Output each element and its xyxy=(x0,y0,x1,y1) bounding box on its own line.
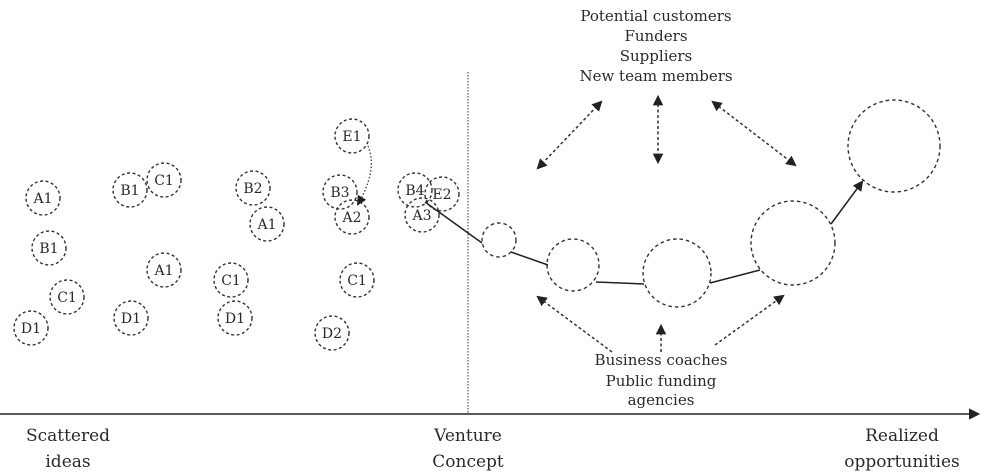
idea-node: D1 xyxy=(13,310,49,346)
idea-node-label: C1 xyxy=(347,273,367,289)
axis-label-start: Scattered xyxy=(26,426,110,446)
idea-node-label: C1 xyxy=(57,290,77,306)
idea-node-circle xyxy=(49,279,85,315)
idea-node: D2 xyxy=(314,315,350,351)
venture-stage-circle xyxy=(546,238,600,292)
idea-node: D1 xyxy=(217,300,253,336)
connector xyxy=(709,269,761,284)
idea-node-label: B3 xyxy=(330,185,349,201)
idea-node-circle xyxy=(31,230,67,266)
idea-node-label: D1 xyxy=(225,311,245,327)
idea-node: C1 xyxy=(49,279,85,315)
connector xyxy=(595,281,645,285)
idea-node-circle xyxy=(112,172,148,208)
idea-node-label: B1 xyxy=(39,241,58,257)
idea-node-circle xyxy=(339,262,375,298)
growth-arrow xyxy=(830,180,864,225)
venture-stage-circle xyxy=(642,238,712,308)
stakeholder-label: Suppliers xyxy=(620,47,692,65)
connector xyxy=(510,251,549,266)
idea-node: B2 xyxy=(235,170,271,206)
idea-node-label: B2 xyxy=(243,181,262,197)
idea-node-label: A2 xyxy=(341,210,361,226)
idea-node-circle xyxy=(146,162,182,198)
support-label: Business coaches xyxy=(595,351,728,369)
support-arrow xyxy=(714,294,785,346)
idea-node: B3 xyxy=(322,174,358,210)
axis-label-start: ideas xyxy=(45,452,90,472)
merge-arrow xyxy=(357,145,372,206)
idea-node-circle xyxy=(146,252,182,288)
idea-node-circle xyxy=(404,197,440,233)
axis-label-end: opportunities xyxy=(844,452,960,472)
idea-node-circle xyxy=(314,315,350,351)
idea-node-circle xyxy=(397,172,433,208)
idea-node-label: A3 xyxy=(411,208,431,224)
idea-node-circle xyxy=(217,300,253,336)
idea-node-circle xyxy=(322,174,358,210)
idea-node-label: E1 xyxy=(342,129,361,145)
idea-node-label: A1 xyxy=(256,217,276,233)
idea-node: C1 xyxy=(146,162,182,198)
idea-node-circle xyxy=(334,118,370,154)
idea-node-circle xyxy=(213,262,249,298)
idea-node-circle xyxy=(113,300,149,336)
venture-stage-circle xyxy=(750,200,836,286)
axis-label-middle: Venture xyxy=(433,426,502,446)
idea-node: A1 xyxy=(146,252,182,288)
idea-node: B1 xyxy=(31,230,67,266)
idea-node: A2 xyxy=(334,199,370,235)
idea-node: D1 xyxy=(113,300,149,336)
venture-path-line xyxy=(424,201,483,244)
idea-node: B1 xyxy=(112,172,148,208)
stakeholder-label: New team members xyxy=(579,67,732,85)
stakeholder-label: Funders xyxy=(624,27,687,45)
venture-growth xyxy=(481,99,941,308)
idea-node-label: A1 xyxy=(153,263,173,279)
idea-node: A3 xyxy=(404,197,440,233)
idea-node: C1 xyxy=(339,262,375,298)
idea-node-label: D2 xyxy=(322,326,342,342)
support-label: agencies xyxy=(628,391,695,409)
idea-node-circle xyxy=(235,170,271,206)
idea-node-circle xyxy=(25,180,61,216)
idea-node-label: B4 xyxy=(405,183,424,199)
idea-node-label: D1 xyxy=(21,321,41,337)
idea-node-circle xyxy=(249,206,285,242)
support-arrow xyxy=(536,295,613,353)
idea-node-circle xyxy=(424,176,460,212)
idea-node-label: C1 xyxy=(221,273,241,289)
idea-node: A1 xyxy=(25,180,61,216)
idea-node-label: A1 xyxy=(32,191,52,207)
idea-node-label: D1 xyxy=(121,311,141,327)
idea-node: B4 xyxy=(397,172,433,208)
idea-node-label: B1 xyxy=(120,183,139,199)
idea-node-circle xyxy=(334,199,370,235)
idea-node: A1 xyxy=(249,206,285,242)
stakeholder-arrow xyxy=(711,100,797,167)
idea-node-label: C1 xyxy=(154,173,174,189)
stakeholder-label: Potential customers xyxy=(580,7,731,25)
idea-node-label: E2 xyxy=(432,187,451,203)
axis-label-end: Realized xyxy=(865,426,939,446)
stakeholder-arrow xyxy=(536,100,603,170)
venture-stage-circle xyxy=(481,222,517,258)
idea-node: E1 xyxy=(334,118,370,154)
idea-node: C1 xyxy=(213,262,249,298)
axis-label-middle: Concept xyxy=(432,452,504,472)
support-label: Public funding xyxy=(606,372,717,390)
venture-stage-circle xyxy=(847,99,941,193)
idea-node: E2 xyxy=(424,176,460,212)
idea-node-circle xyxy=(13,310,49,346)
